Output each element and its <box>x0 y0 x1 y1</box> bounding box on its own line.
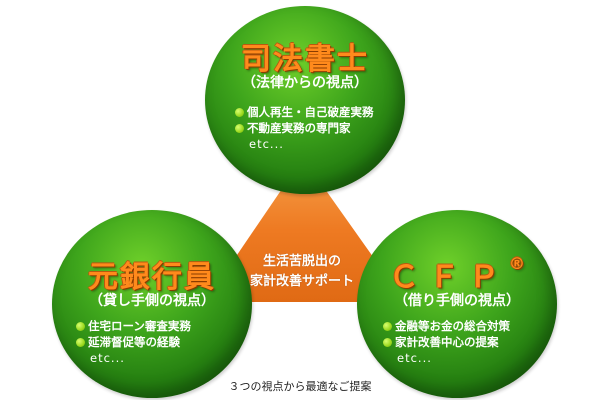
circle-borrower-perspective: ＣＦＰ® （借り手側の視点） 金融等お金の総合対策 家計改善中心の提案 etc.… <box>357 210 557 398</box>
center-label-line2: 家計改善サポート <box>249 274 354 289</box>
registered-mark: ® <box>509 254 525 273</box>
title-legal: 司法書士 <box>241 42 369 77</box>
bullet-icon <box>383 321 392 331</box>
list-item: 金融等お金の総合対策 <box>383 318 510 334</box>
subtitle-lender: （貸し手側の視点） <box>89 293 215 309</box>
circle-lender-perspective: 元銀行員 （貸し手側の視点） 住宅ローン審査実務 延滞督促等の経験 etc... <box>52 210 252 398</box>
list-item: 延滞督促等の経験 <box>76 334 191 350</box>
etc-text: etc... <box>397 351 432 365</box>
bullet-icon <box>76 337 85 347</box>
bullet-icon <box>235 123 244 133</box>
bullet-icon <box>235 107 244 117</box>
etc-text: etc... <box>90 351 125 365</box>
list-item: 個人再生・自己破産実務 <box>235 104 374 120</box>
list-item: 家計改善中心の提案 <box>383 334 510 350</box>
subtitle-legal: （法律からの視点） <box>242 75 368 91</box>
circle-legal-perspective: 司法書士 （法律からの視点） 個人再生・自己破産実務 不動産実務の専門家 etc… <box>205 6 405 194</box>
title-cfp: ＣＦＰ® <box>389 254 525 295</box>
center-label: 生活苦脱出の 家計改善サポート <box>232 252 372 292</box>
title-lender: 元銀行員 <box>88 260 216 295</box>
items-legal: 個人再生・自己破産実務 不動産実務の専門家 etc... <box>235 104 374 152</box>
etc-text: etc... <box>249 137 284 151</box>
bullet-icon <box>383 337 392 347</box>
items-borrower: 金融等お金の総合対策 家計改善中心の提案 etc... <box>383 318 510 366</box>
diagram-caption: ３つの視点から最適なご提案 <box>228 380 372 393</box>
center-label-line1: 生活苦脱出の <box>262 254 341 269</box>
items-lender: 住宅ローン審査実務 延滞督促等の経験 etc... <box>76 318 191 366</box>
triangle-shape <box>205 158 405 302</box>
subtitle-borrower: （借り手側の視点） <box>394 293 520 309</box>
list-item: 住宅ローン審査実務 <box>76 318 191 334</box>
list-item: 不動産実務の専門家 <box>235 120 374 136</box>
bullet-icon <box>76 321 85 331</box>
